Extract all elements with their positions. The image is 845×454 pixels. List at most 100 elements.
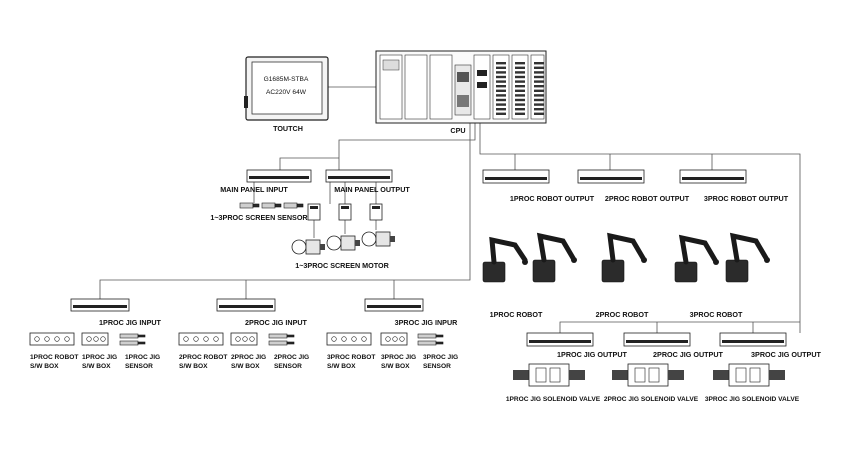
robot-output-label: 2PROC ROBOT OUTPUT: [605, 194, 690, 203]
jig-sensor-label-line2: SENSOR: [125, 363, 153, 370]
screen-motor: [326, 235, 360, 251]
robot-output-module-1: 1PROC ROBOT OUTPUT: [482, 169, 595, 203]
solenoid-valve-2: 2PROC JIG SOLENOID VALVE: [604, 363, 699, 403]
screen-motor-label: 1~3PROC SCREEN MOTOR: [295, 261, 389, 270]
terminal-pin: [496, 98, 506, 102]
jig-sensor-label-line1: 1PROC JIG: [125, 354, 160, 361]
jig-input-module-2: 2PROC JIG INPUT: [216, 298, 308, 327]
wire-line: [559, 321, 800, 333]
wire-line: [338, 123, 476, 170]
solenoid-valve-label: 1PROC JIG SOLENOID VALVE: [506, 396, 601, 403]
jig-input-label: 2PROC JIG INPUT: [245, 318, 308, 327]
solenoid-valve-3: 3PROC JIG SOLENOID VALVE: [705, 363, 800, 403]
robot-output-label: 1PROC ROBOT OUTPUT: [510, 194, 595, 203]
terminal-pin: [496, 112, 506, 115]
main-panel-input-label: MAIN PANEL INPUT: [220, 185, 288, 194]
terminal-pin: [496, 62, 506, 65]
touch-screen-line1: G1685M-STBA: [264, 76, 309, 83]
terminal-pin: [515, 85, 525, 88]
robot-output-label: 3PROC ROBOT OUTPUT: [704, 194, 789, 203]
sw-box-label-line1: 1PROC ROBOT: [30, 354, 78, 361]
wire-line: [279, 157, 339, 170]
terminal-pin: [515, 94, 525, 97]
jig-output-module-1: 1PROC JIG OUTPUT: [526, 332, 628, 359]
screen-sensor: [239, 202, 260, 209]
jig-box-label-line2: S/W BOX: [82, 363, 111, 370]
terminal-pin: [515, 112, 525, 115]
jig-sensor-label-line2: SENSOR: [274, 363, 302, 370]
screen-sensors: 1~3PROC SCREEN SENSOR: [210, 202, 308, 222]
robot-arm: [725, 232, 770, 283]
terminal-pin: [496, 80, 506, 83]
screen-motor: [291, 239, 325, 255]
terminal-pin: [515, 103, 525, 106]
terminal-pin: [515, 80, 525, 83]
terminal-pin: [515, 98, 525, 102]
sw-box-label-line1: 3PROC ROBOT: [327, 354, 375, 361]
jig-device-group-2: 2PROC ROBOT S/W BOX 2PROC JIG S/W BOX 2P…: [178, 332, 309, 370]
jig-box-label-line2: S/W BOX: [231, 363, 260, 370]
wiring-lines: [99, 86, 801, 333]
main-panel-output-label: MAIN PANEL OUTPUT: [334, 185, 410, 194]
jig-input-label: 1PROC JIG INPUT: [99, 318, 162, 327]
sw-box-label-line2: S/W BOX: [30, 363, 59, 370]
terminal-pin: [534, 66, 544, 69]
terminal-pin: [534, 94, 544, 97]
jig-output-label: 1PROC JIG OUTPUT: [557, 350, 627, 359]
sw-box-label-line2: S/W BOX: [327, 363, 356, 370]
terminal-pin: [515, 71, 525, 74]
robot-arm: [601, 232, 647, 283]
screen-relays: [307, 203, 383, 221]
terminal-pin: [534, 85, 544, 88]
terminal-pin: [496, 108, 506, 111]
jig-input-module-3: 3PROC JIG INPUR: [364, 298, 459, 327]
touch-panel: G1685M-STBA AC220V 64W TOUTCH: [244, 56, 329, 133]
jig-box-label-line1: 2PROC JIG: [231, 354, 266, 361]
cpu-caption: CPU: [450, 126, 465, 135]
robot-arm: [482, 236, 528, 283]
terminal-pin: [515, 89, 525, 92]
terminal-pin: [515, 66, 525, 69]
screen-motors: 1~3PROC SCREEN MOTOR: [291, 231, 395, 270]
sw-box-label-line2: S/W BOX: [179, 363, 208, 370]
jig-sensor-label-line1: 3PROC JIG: [423, 354, 458, 361]
terminal-pin: [515, 75, 525, 79]
terminal-pin: [534, 108, 544, 111]
jig-sensor-label-line1: 2PROC JIG: [274, 354, 309, 361]
terminal-pin: [534, 112, 544, 115]
screen-sensor-label: 1~3PROC SCREEN SENSOR: [210, 213, 308, 222]
robot-label: 1PROC ROBOT: [490, 310, 543, 319]
jig-sensor-label-line2: SENSOR: [423, 363, 451, 370]
screen-sensor: [283, 202, 304, 209]
screen-sensor: [261, 202, 282, 209]
main-panel-output-module: MAIN PANEL OUTPUT: [325, 169, 410, 194]
terminal-pin: [534, 80, 544, 83]
jig-input-module-1: 1PROC JIG INPUT: [70, 298, 162, 327]
jig-box-label-line1: 1PROC JIG: [82, 354, 117, 361]
touch-screen-line2: AC220V 64W: [266, 89, 307, 96]
jig-box-label-line2: S/W BOX: [381, 363, 410, 370]
wire-line: [479, 123, 801, 333]
terminal-pin: [496, 66, 506, 69]
terminal-pin: [496, 71, 506, 74]
robot-arm: [532, 232, 577, 283]
jig-input-label: 3PROC JIG INPUR: [395, 318, 459, 327]
terminal-pin: [534, 62, 544, 65]
terminal-pin: [496, 85, 506, 88]
screen-motor: [361, 231, 395, 247]
terminal-pin: [534, 71, 544, 74]
jig-output-label: 3PROC JIG OUTPUT: [751, 350, 821, 359]
terminal-pin: [496, 89, 506, 92]
terminal-pin: [515, 108, 525, 111]
terminal-pin: [534, 103, 544, 106]
terminal-pin: [496, 94, 506, 97]
jig-device-group-3: 3PROC ROBOT S/W BOX 3PROC JIG S/W BOX 3P…: [326, 332, 458, 370]
robot-label: 3PROC ROBOT: [690, 310, 743, 319]
terminal-pin: [534, 75, 544, 79]
sw-box-label-line1: 2PROC ROBOT: [179, 354, 227, 361]
solenoid-valve-1: 1PROC JIG SOLENOID VALVE: [506, 363, 601, 403]
main-panel-input-module: MAIN PANEL INPUT: [220, 169, 312, 194]
solenoid-valve-label: 2PROC JIG SOLENOID VALVE: [604, 396, 699, 403]
robot-label: 2PROC ROBOT: [596, 310, 649, 319]
